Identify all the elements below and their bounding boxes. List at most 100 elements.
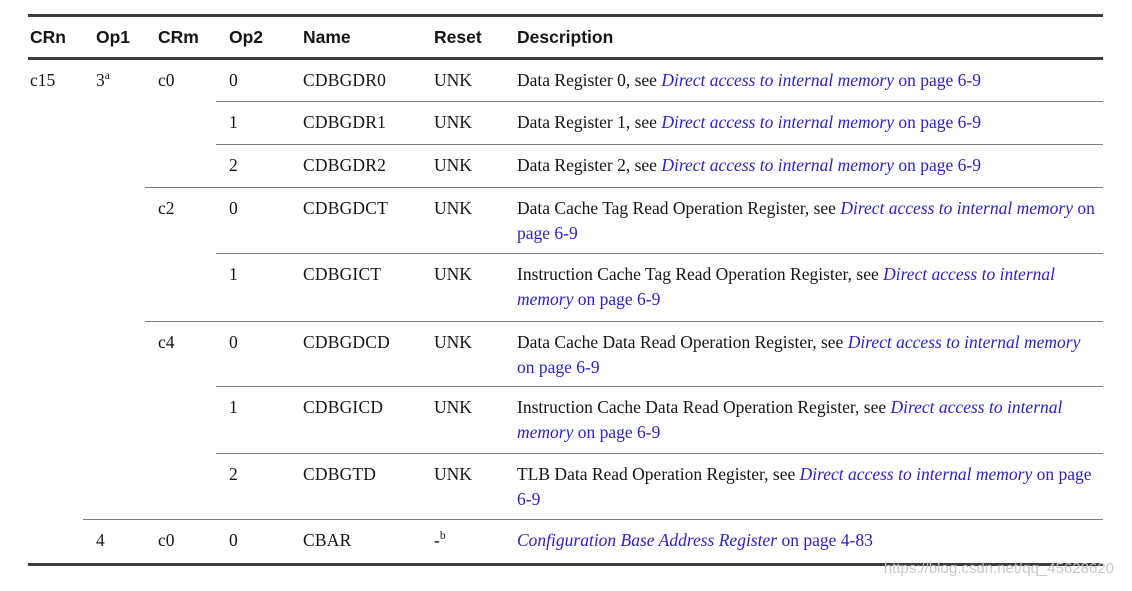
cell-crm: c0 [145,519,216,566]
cell-op2: 0 [216,187,290,254]
cell-name: CDBGDR2 [290,144,421,188]
cell-reset: UNK [421,253,504,322]
table-row: 1 CDBGICT UNK Instruction Cache Tag Read… [28,253,1103,322]
cell-op2: 1 [216,386,290,454]
cell-description: Data Cache Tag Read Operation Register, … [504,187,1103,254]
cell-op1 [83,454,145,520]
op1-value: 3 [96,70,105,90]
crm-value: c2 [158,198,175,218]
crm-value: c0 [158,70,175,90]
cell-op2: 0 [216,519,290,566]
column-header-description: Description [517,26,614,47]
description-link[interactable]: Direct access to internal memory on page… [661,70,981,90]
footnote-marker: b [439,530,446,543]
link-page-ref: on page 6-9 [573,289,661,309]
register-name: CDBGDCD [303,332,390,352]
link-page-ref: on page 6-9 [893,70,981,90]
crm-value: c4 [158,332,175,352]
cell-op1 [83,102,145,145]
cell-crm [145,254,216,322]
register-name: CDBGDR0 [303,70,387,90]
link-title: Direct access to internal memory [840,198,1073,218]
description-link[interactable]: Direct access to internal memory on page… [661,155,981,175]
cell-reset: UNK [421,321,504,387]
description-link[interactable]: Direct access to internal memory on page… [517,198,1095,243]
link-page-ref: on page 6-9 [517,357,600,377]
cell-op2: 2 [216,453,290,520]
cell-crm: c0 [145,59,216,102]
table-row: 2 CDBGTD UNK TLB Data Read Operation Reg… [28,453,1103,520]
cell-op1 [83,145,145,188]
cell-description: Data Register 1, see Direct access to in… [504,101,1103,145]
cell-op1: 4 [83,519,145,566]
cell-op1: 3a [83,59,145,102]
table-row: c15 3a c0 0 CDBGDR0 UNK Data Register 0,… [28,59,1103,102]
cell-crn [28,102,83,145]
op2-value: 1 [229,264,238,284]
cell-name: CDBGDCD [290,321,421,387]
cell-description: Data Register 0, see Direct access to in… [504,59,1103,102]
cell-reset: UNK [421,59,504,102]
cell-crm: c4 [145,321,216,387]
link-page-ref: on page 6-9 [893,155,981,175]
reset-value: UNK [434,155,472,175]
op1-value: 4 [96,530,105,550]
description-link[interactable]: Direct access to internal memory on page… [661,112,981,132]
link-page-ref: on page 4-83 [777,530,873,550]
column-header-name: Name [303,26,351,47]
link-page-ref: on page 6-9 [893,112,981,132]
table-row: 2 CDBGDR2 UNK Data Register 2, see Direc… [28,144,1103,188]
cell-crn [28,454,83,520]
cell-crn [28,519,83,566]
description-link[interactable]: Direct access to internal memory on page… [517,264,1055,309]
cell-crm [145,454,216,520]
reset-value: UNK [434,464,472,484]
cell-op2: 1 [216,253,290,322]
description-link[interactable]: Direct access to internal memory on page… [517,332,1080,377]
description-link[interactable]: Direct access to internal memory on page… [517,464,1092,509]
cell-name: CDBGICT [290,253,421,322]
link-title: Direct access to internal memory [661,112,894,132]
description-link[interactable]: Direct access to internal memory on page… [517,397,1062,442]
op2-value: 1 [229,397,238,417]
link-title: Direct access to internal memory [661,70,894,90]
link-title: Direct access to internal memory [517,264,1055,309]
register-summary-table: CRn Op1 CRm Op2 Name Reset Description c… [28,14,1103,566]
cell-reset: UNK [421,187,504,254]
link-title: Direct access to internal memory [847,332,1081,352]
cell-name: CDBGDR1 [290,101,421,145]
reset-value: UNK [434,264,472,284]
cell-crn [28,188,83,254]
cell-name: CDBGTD [290,453,421,520]
cell-crm [145,102,216,145]
footnote-marker: a [104,70,110,83]
reset-value: - [434,530,440,550]
link-title: Direct access to internal memory [517,397,1063,442]
reset-value: UNK [434,397,472,417]
table-row: 1 CDBGDR1 UNK Data Register 1, see Direc… [28,101,1103,145]
description-link[interactable]: Configuration Base Address Register on p… [517,530,873,550]
cell-name: CDBGICD [290,386,421,454]
column-header-op2: Op2 [229,26,264,47]
cell-crm: c2 [145,187,216,254]
link-page-ref: on page 6-9 [517,198,1095,243]
op2-value: 1 [229,112,238,132]
register-name: CDBGICD [303,397,384,417]
column-header-crm: CRm [158,26,199,47]
description-text: Data Cache Tag Read Operation Register, … [517,198,841,218]
description-text: Data Cache Data Read Operation Register,… [517,332,848,352]
cell-reset: UNK [421,386,504,454]
cell-reset: UNK [421,101,504,145]
column-header-crn: CRn [30,26,66,47]
cell-op1 [83,188,145,254]
cell-crn [28,322,83,387]
description-text: Data Register 1, see [517,112,662,132]
description-text: TLB Data Read Operation Register, see [517,464,800,484]
cell-crn [28,254,83,322]
column-header-reset: Reset [434,26,482,47]
table-row: 1 CDBGICD UNK Instruction Cache Data Rea… [28,386,1103,454]
op2-value: 2 [229,155,238,175]
cell-description: Data Register 2, see Direct access to in… [504,144,1103,188]
cell-reset: UNK [421,144,504,188]
link-page-ref: on page 6-9 [517,464,1092,509]
